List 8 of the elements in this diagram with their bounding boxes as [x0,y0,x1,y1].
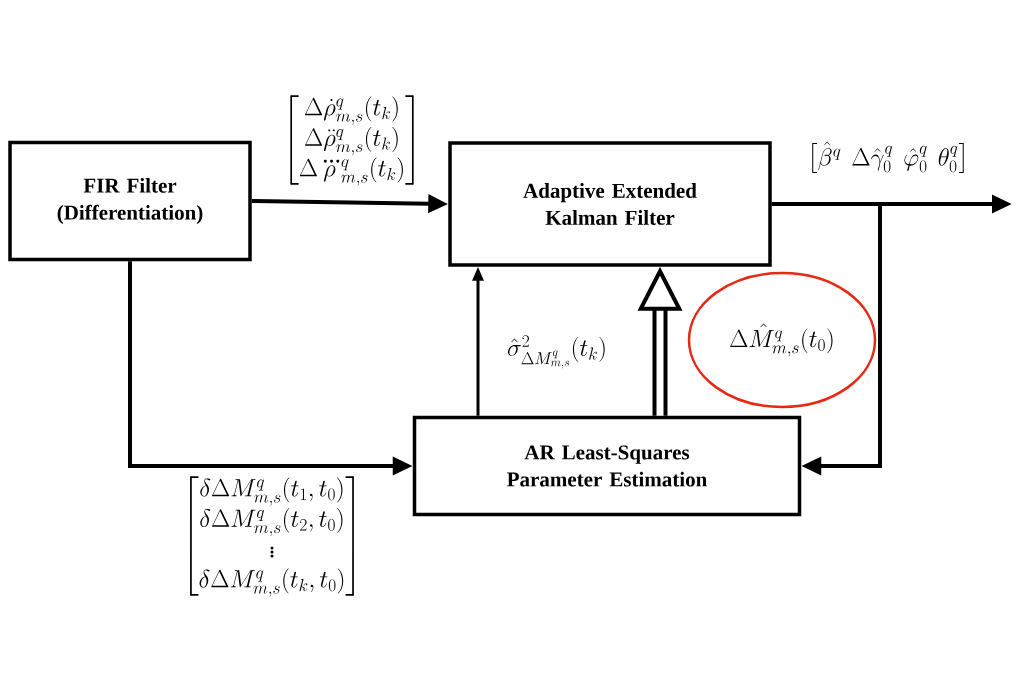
process-box: AR Least-Squares Parameter Estimation [412,415,802,517]
process-box: Adaptive Extended Kalman Filter [448,141,772,267]
edge-label: $\hat{\sigma}^{2}_{\Delta M^{q}_{m,s}}(t_k)$ [508,335,605,369]
process-box: FIR Filter (Differentiation) [8,140,252,262]
arrow [771,202,882,476]
edge-label: $\begin{bmatrix}\Delta\dot{\rho}^{q}_{m,s}(t_k)\\ \Delta\ddot{\rho}^{q}_{m,s}(t_k)\\ \Delta\dddot{\rho}^{q}_{m,s}(t_k)\end{bmatrix}$ [290,95,414,186]
edge-label: $\begin{bmatrix}\delta\Delta M^{q}_{m,s}(t_1,t_0)\\ \delta\Delta M^{q}_{m,s}(t_2,t_0)\\ \vdots\\ \delta\Delta M^{q}_{m,s}(t_k,t_0)\end{bmatrix}$ [190,476,354,597]
edge-label: $\begin{bmatrix}\hat{\beta}^{q} & \Delta\hat{\gamma}^{q}_{0} & \hat{\varphi}^{q}_{0} & \theta^{q}_{0}\end{bmatrix}$ [812,141,964,173]
